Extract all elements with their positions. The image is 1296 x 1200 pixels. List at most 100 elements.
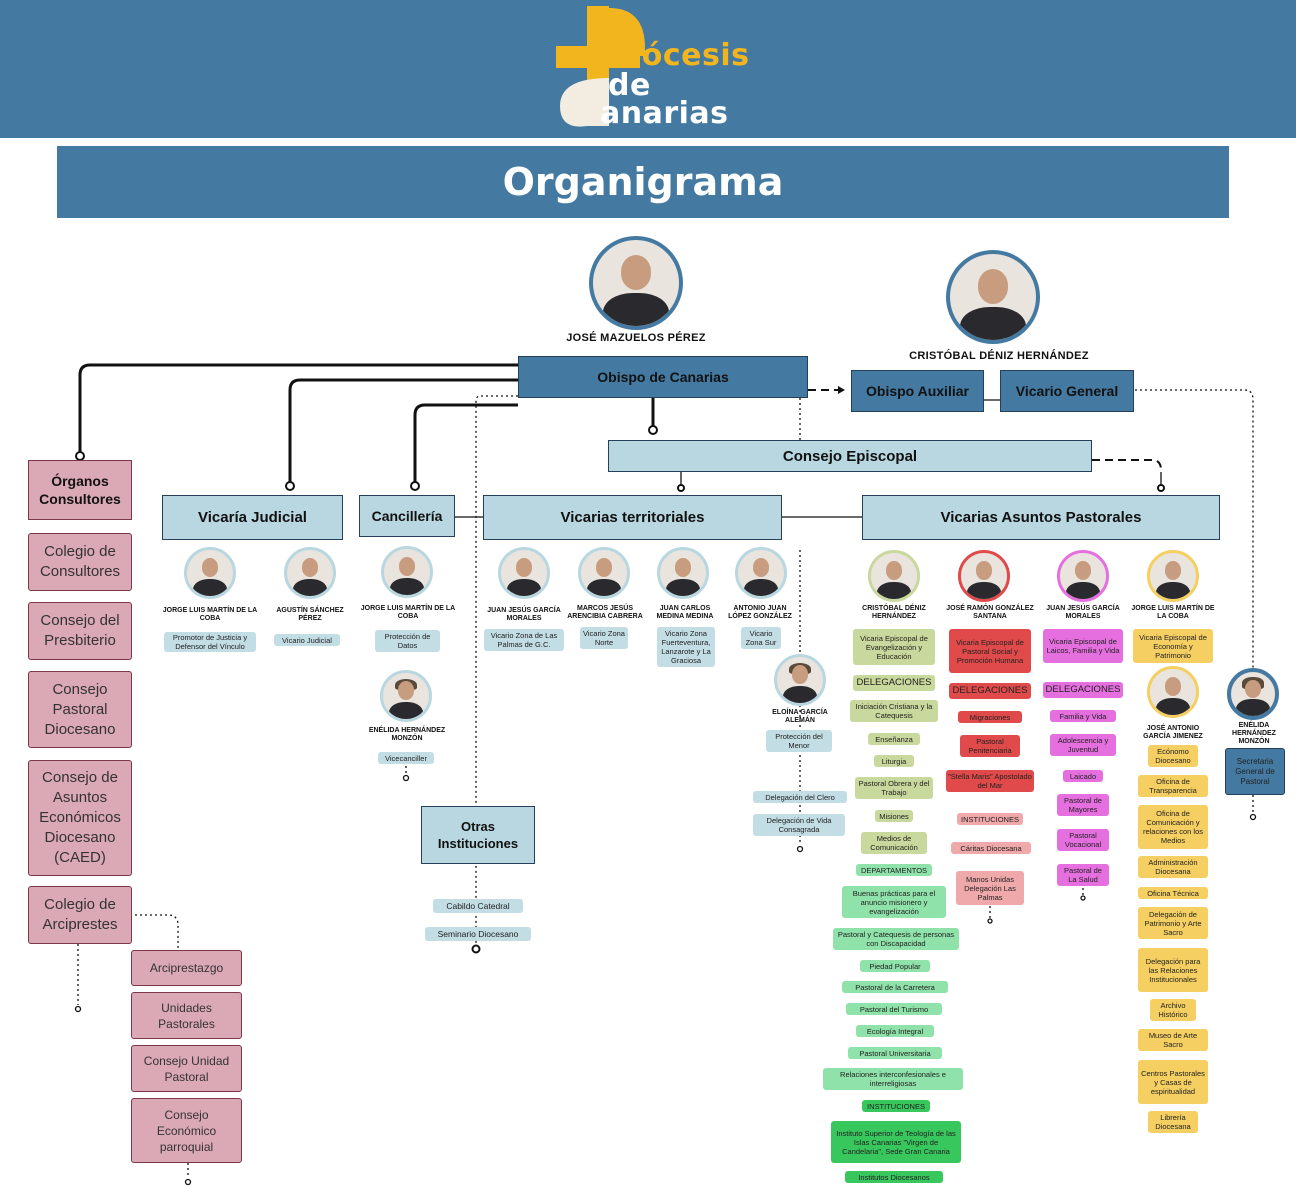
col2-inst-header: INSTITUCIONES: [957, 813, 1023, 825]
obispo-auxiliar-box[interactable]: Obispo Auxiliar: [851, 370, 984, 412]
judicial-photo-2: [284, 547, 336, 599]
menor-name: ELOÍNA GARCÍA ALEMÁN: [772, 709, 828, 724]
menor-item: Delegación del Clero: [753, 791, 847, 803]
col2-deleg-item: "Stella Maris" Apostolado del Mar: [946, 770, 1034, 792]
col4-item: Oficina Técnica: [1138, 887, 1208, 899]
header-bar: [0, 0, 1296, 138]
col4-item: Ecónomo Diocesano: [1148, 745, 1198, 767]
col3-deleg-item: Familia y Vida: [1050, 710, 1116, 722]
col4-item: Centros Pastorales y Casas de espiritual…: [1138, 1060, 1208, 1104]
auxiliary-photo: [946, 250, 1040, 344]
organo-item[interactable]: Consejo de Asuntos Económicos Diocesano …: [28, 760, 132, 876]
consejo-episcopal-box[interactable]: Consejo Episcopal: [608, 440, 1092, 472]
bishop-name: JOSÉ MAZUELOS PÉREZ: [566, 332, 706, 344]
col2-photo: [958, 550, 1010, 602]
col3-deleg-item: Pastoral Vocacional: [1057, 829, 1109, 851]
menor-item: Delegación de Vida Consagrada: [753, 814, 845, 836]
logo-word-2: de: [608, 68, 651, 103]
col4-item: Administración Diocesana: [1138, 856, 1208, 878]
col4-item: Delegación de Patrimonio y Arte Sacro: [1138, 907, 1208, 939]
arciprestes-item[interactable]: Unidades Pastorales: [131, 992, 242, 1039]
diocesis-logo: [556, 6, 645, 127]
col4-name: JORGE LUIS MARTÍN DE LA COBA: [1131, 605, 1215, 620]
bishop-photo: [589, 236, 683, 330]
vicario-general-box[interactable]: Vicario General: [1000, 370, 1134, 412]
territorial-name-4: ANTONIO JUAN LÓPEZ GONZÁLEZ: [728, 605, 792, 620]
cancilleria-box[interactable]: Cancillería: [359, 495, 455, 537]
col1-inst-header: INSTITUCIONES: [862, 1100, 930, 1112]
judicial-name-2: AGUSTÍN SÁNCHEZ PÉREZ: [276, 607, 344, 622]
menor-role: Protección del Menor: [766, 730, 832, 752]
col1-deleg-item: Enseñanza: [868, 733, 920, 745]
arciprestes-item[interactable]: Consejo Económico parroquial: [131, 1098, 242, 1163]
col3-deleg-item: Pastoral de La Salud: [1057, 864, 1109, 886]
col1-dept-item: Pastoral y Catequesis de personas con Di…: [833, 928, 959, 950]
col3-deleg-item: Adolescencia y Juventud: [1050, 734, 1116, 756]
col3-deleg-header: DELEGACIONES: [1043, 682, 1123, 698]
otras-item: Seminario Diocesano: [425, 927, 531, 941]
arciprestes-item[interactable]: Arciprestazgo: [131, 950, 242, 986]
col4-photo-2: [1147, 666, 1199, 718]
col1-inst-item: Institutos Diocesanos: [845, 1171, 943, 1183]
secretaria-role: Secretaria General de Pastoral: [1225, 748, 1285, 795]
col4-title: Vicaria Episcopal de Economía y Patrimon…: [1133, 629, 1213, 663]
judicial-name-1: JORGE LUIS MARTÍN DE LA COBA: [162, 607, 258, 622]
organo-item[interactable]: Consejo del Presbiterio: [28, 602, 132, 660]
organos-consultores-box[interactable]: Órganos Consultores: [28, 460, 132, 520]
arciprestes-item[interactable]: Consejo Unidad Pastoral: [131, 1045, 242, 1092]
col4-item: Delegación para las Relaciones Instituci…: [1138, 948, 1208, 992]
col3-photo: [1057, 550, 1109, 602]
cancilleria-name-2: ENÉLIDA HERNÁNDEZ MONZÓN: [368, 727, 446, 742]
col2-name: JOSÉ RAMÓN GONZÁLEZ SANTANA: [946, 605, 1034, 620]
secretaria-photo: [1227, 668, 1279, 720]
cancilleria-photo-2: [380, 670, 432, 722]
territorial-name-2: MARCOS JESÚS ARENCIBIA CABRERA: [567, 605, 643, 620]
vicarias-pastorales-box[interactable]: Vicarias Asuntos Pastorales: [862, 495, 1220, 540]
menor-photo: [774, 654, 826, 706]
otras-item: Cabildo Catedral: [433, 899, 523, 913]
col1-dept-item: Relaciones interconfesionales e interrel…: [823, 1068, 963, 1090]
col1-deleg-item: Medios de Comunicación: [861, 832, 927, 854]
col4-item: Librería Diocesana: [1148, 1111, 1198, 1133]
col1-deleg-item: Iniciación Cristiana y la Catequesis: [850, 700, 938, 722]
col1-dept-item: Piedad Popular: [860, 960, 930, 972]
col1-title: Vicaria Episcopal de Evangelización y Ed…: [853, 629, 935, 665]
col4-item: Museo de Arte Sacro: [1138, 1029, 1208, 1051]
col2-title: Vicaria Episcopal de Pastoral Social y P…: [949, 629, 1031, 673]
col4-item: Oficina de Transparencia: [1138, 775, 1208, 797]
territorial-photo-3: [657, 547, 709, 599]
judicial-role-1: Promotor de Justicia y Defensor del Vínc…: [164, 632, 256, 652]
col4-item: Oficina de Comunicación y relaciones con…: [1138, 805, 1208, 849]
col2-deleg-item: Migraciones: [958, 711, 1022, 723]
col2-inst-item: Cáritas Diocesana: [951, 842, 1031, 854]
territorial-name-3: JUAN CARLOS MEDINA MEDINA: [656, 605, 714, 620]
col1-deleg-item: Pastoral Obrera y del Trabajo: [855, 777, 933, 799]
col3-name: JUAN JESÚS GARCÍA MORALES: [1046, 605, 1120, 620]
vicarias-territoriales-box[interactable]: Vicarias territoriales: [483, 495, 782, 540]
col1-deleg-header: DELEGACIONES: [853, 675, 935, 691]
col4-name-2: JOSÉ ANTONIO GARCÍA JIMENEZ: [1143, 725, 1203, 740]
otras-instituciones-box[interactable]: Otras Instituciones: [421, 806, 535, 864]
cancilleria-photo-1: [381, 546, 433, 598]
obispo-box[interactable]: Obispo de Canarias: [518, 356, 808, 398]
col2-inst-item: Manos Unidas Delegación Las Palmas: [956, 871, 1024, 905]
organo-item[interactable]: Consejo Pastoral Diocesano: [28, 671, 132, 748]
col4-photo: [1147, 550, 1199, 602]
col1-deleg-item: Liturgia: [874, 755, 914, 767]
cancilleria-role-1: Protección de Datos: [375, 630, 440, 652]
page-title: Organigrama: [57, 146, 1229, 218]
organo-item[interactable]: Colegio de Consultores: [28, 533, 132, 591]
col3-deleg-item: Pastoral de Mayores: [1057, 794, 1109, 816]
col2-deleg-item: Pastoral Penitenciaria: [960, 735, 1020, 757]
territorial-photo-2: [578, 547, 630, 599]
col1-dept-header: DEPARTAMENTOS: [856, 864, 932, 876]
territorial-role-4: Vicario Zona Sur: [741, 627, 781, 649]
auxiliary-name: CRISTÓBAL DÉNIZ HERNÁNDEZ: [909, 350, 1089, 362]
secretaria-name: ENÉLIDA HERNÁNDEZ MONZÓN: [1232, 722, 1276, 745]
col3-title: Vicaria Episcopal de Laicos, Familia y V…: [1043, 629, 1123, 663]
vicaria-judicial-box[interactable]: Vicaría Judicial: [162, 495, 343, 540]
territorial-photo-1: [498, 547, 550, 599]
col1-inst-item: Instituto Superior de Teología de las Is…: [831, 1121, 961, 1163]
organo-item[interactable]: Colegio de Arciprestes: [28, 886, 132, 944]
territorial-role-3: Vicario Zona Fuerteventura, Lanzarote y …: [657, 627, 715, 667]
